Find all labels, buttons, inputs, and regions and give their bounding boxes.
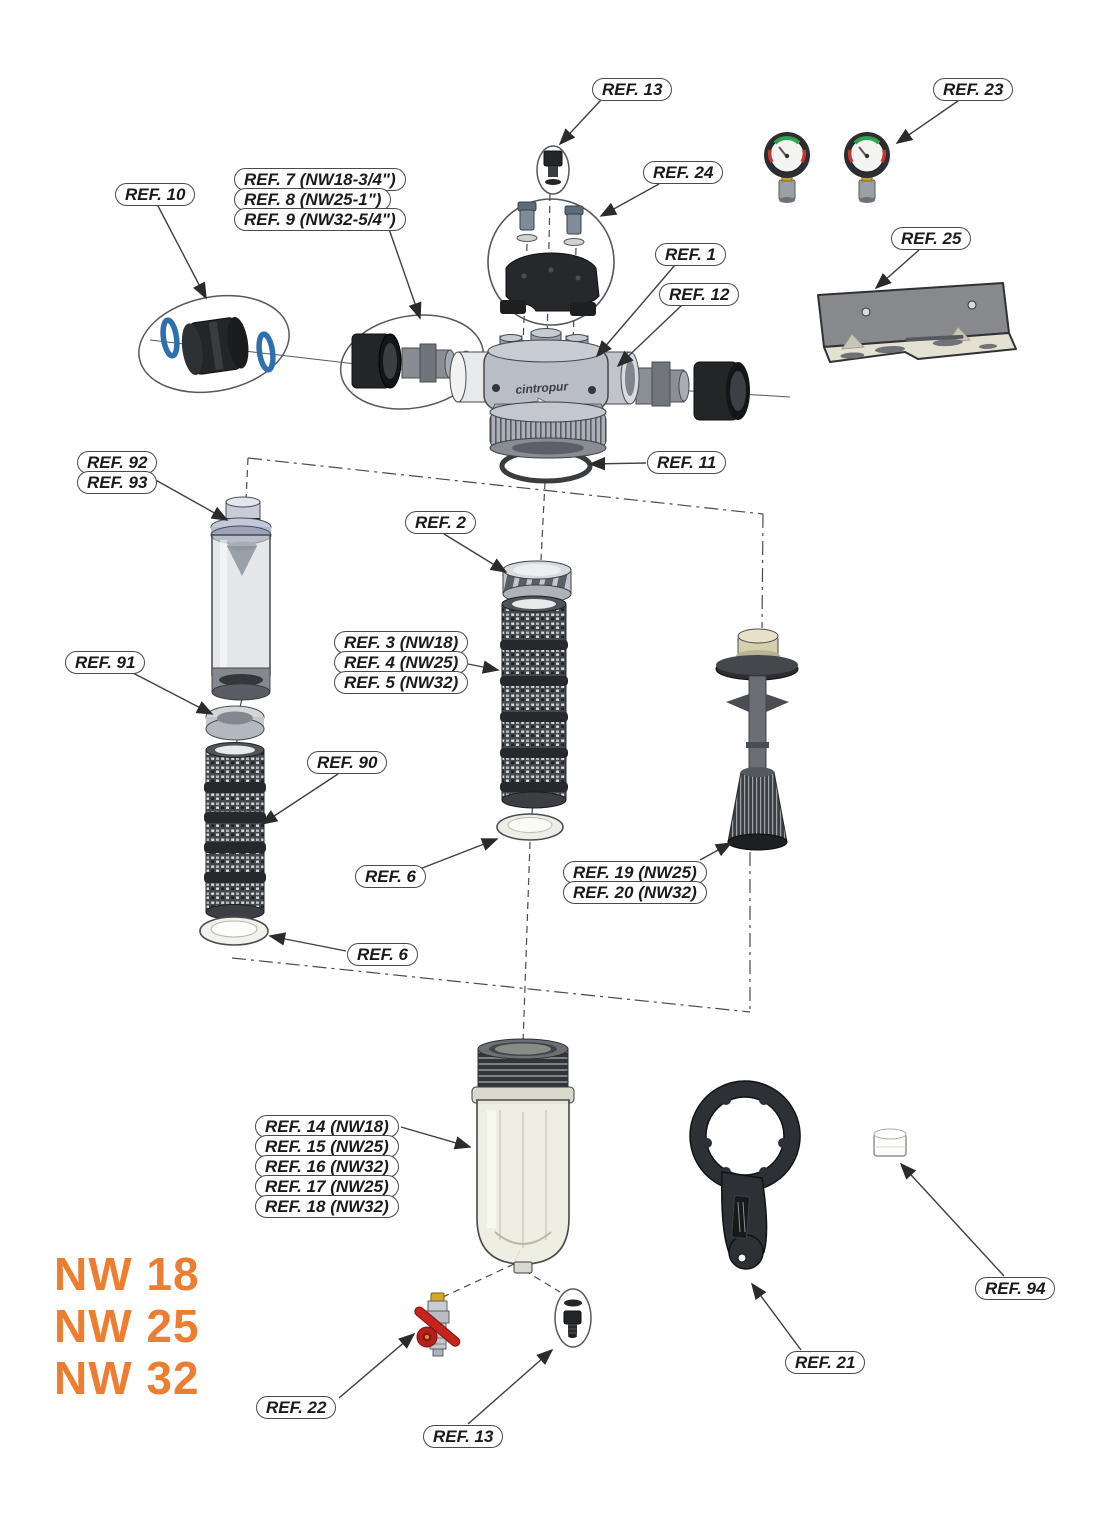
label-ref12: REF. 12 [659, 283, 740, 306]
drain-valve [414, 1292, 461, 1357]
label-ref24: REF. 24 [643, 161, 724, 184]
label-ref5: REF. 5 (NW32) [334, 671, 469, 694]
model-name-nw32: NW 32 [54, 1352, 200, 1404]
label-ref94: REF. 94 [975, 1277, 1056, 1300]
label-ref25: REF. 25 [891, 227, 972, 250]
label-ref22: REF. 22 [256, 1396, 337, 1419]
label-ref17: REF. 17 (NW25) [255, 1175, 399, 1198]
label-ref6-left: REF. 6 [347, 943, 419, 966]
model-name-nw25: NW 25 [54, 1300, 200, 1352]
venturi [715, 628, 799, 851]
filter-bowl [471, 1038, 575, 1274]
bracket-kit [487, 193, 615, 345]
label-ref2: REF. 2 [405, 511, 477, 534]
screen-center [500, 595, 568, 809]
brand-logo-text: cintropur [515, 379, 570, 397]
label-ref8: REF. 8 (NW25-1") [234, 188, 392, 211]
leader-lines [132, 99, 1005, 1425]
label-ref13-top: REF. 13 [592, 78, 673, 101]
vent-screw-top [536, 145, 570, 195]
screen-left [204, 742, 266, 920]
model-name-nw18: NW 18 [54, 1248, 200, 1300]
label-ref21: REF. 21 [785, 1351, 866, 1374]
label-ref6-center: REF. 6 [355, 865, 427, 888]
pressure-gauge-left [764, 132, 810, 203]
wrench [689, 1080, 801, 1270]
label-ref3: REF. 3 (NW18) [334, 631, 469, 654]
label-ref10: REF. 10 [115, 183, 196, 206]
label-ref15: REF. 15 (NW25) [255, 1135, 399, 1158]
cylinder-ring-nut [205, 705, 265, 741]
label-ref90: REF. 90 [307, 751, 388, 774]
dosing-cylinder [210, 496, 272, 701]
grease-cap [873, 1128, 907, 1157]
disc-center [496, 813, 564, 841]
pressure-gauge-right [844, 132, 890, 203]
wall-bracket [817, 282, 1017, 363]
label-ref18: REF. 18 (NW32) [255, 1195, 399, 1218]
label-ref19: REF. 19 (NW25) [563, 861, 707, 884]
disc-left [199, 916, 269, 946]
label-ref9: REF. 9 (NW32-5/4") [234, 208, 406, 231]
label-ref23: REF. 23 [933, 78, 1014, 101]
label-ref11: REF. 11 [647, 451, 727, 474]
label-ref91: REF. 91 [65, 651, 146, 674]
label-ref93: REF. 93 [77, 471, 158, 494]
vent-screw-bottom [554, 1288, 592, 1348]
construction-guides [231, 450, 764, 1298]
label-ref1: REF. 1 [655, 243, 727, 266]
turbine [502, 560, 572, 604]
label-ref13-bottom: REF. 13 [423, 1425, 504, 1448]
label-ref20: REF. 20 (NW32) [563, 881, 707, 904]
oring-kit-parts [160, 317, 276, 375]
